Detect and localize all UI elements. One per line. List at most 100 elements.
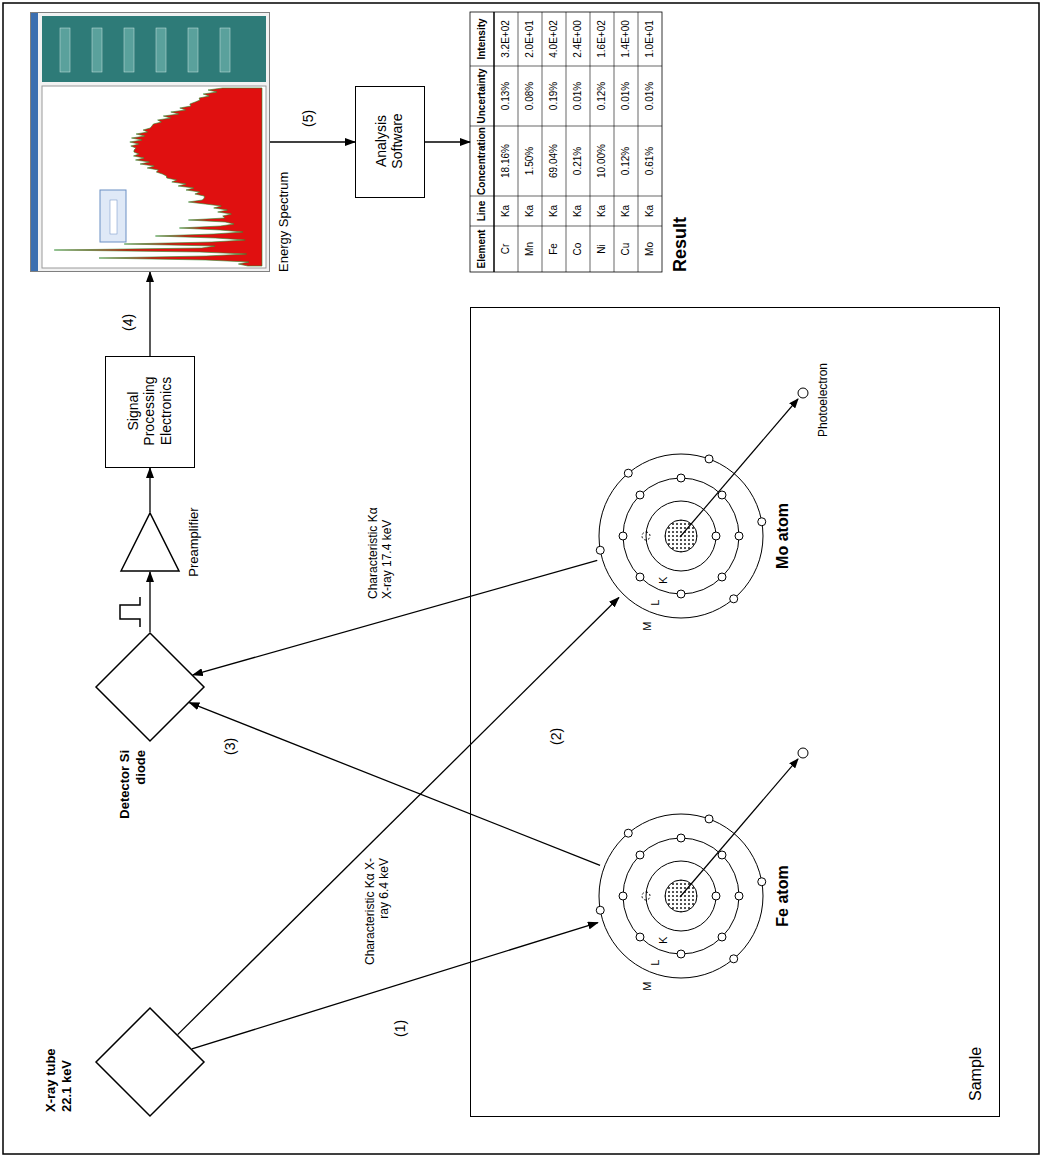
table-cell: Concentration (477, 127, 487, 195)
panel-control (220, 28, 230, 72)
spectrum-screenshot: Energy Spectrum (30, 12, 270, 272)
side-panel (42, 16, 266, 82)
table-cell: Uncertainty (477, 68, 487, 123)
table-rule (470, 66, 662, 67)
table-rule (590, 12, 591, 272)
table-cell: Element (477, 230, 487, 269)
node-text: Sample (966, 981, 985, 1101)
diamond-outline (96, 1008, 204, 1116)
table-rule (614, 12, 615, 272)
pulse-symbol (120, 597, 140, 627)
electron (730, 955, 738, 963)
node-text: Mo atom (773, 486, 792, 586)
figure-frame (3, 3, 1039, 1154)
electron (677, 834, 685, 842)
photoelectron (798, 748, 808, 758)
electron-shell (599, 814, 763, 978)
table-rule (470, 196, 662, 197)
connector-arrow (192, 923, 598, 1049)
electron (718, 491, 726, 499)
table-cell: 1.6E+02 (597, 20, 607, 58)
electron-shell (646, 861, 716, 931)
node-text: X-ray tube 22.1 keV (43, 1032, 74, 1112)
preamplifier-triangle: Preamplifier (120, 512, 180, 572)
panel-control (92, 28, 102, 72)
diamond-outline (96, 633, 204, 741)
shell-letter: K (658, 937, 671, 944)
electron (677, 590, 685, 598)
table-cell: 0.01% (621, 82, 631, 110)
table-cell: 18.16% (501, 144, 511, 178)
shell-letter: L (649, 960, 662, 966)
table-cell: Ka (597, 205, 607, 217)
table-cell: Mo (645, 242, 655, 256)
edge-label: Characteristic Kα X-ray 17.4 keV (365, 497, 396, 601)
table-rule (470, 126, 662, 127)
electron (636, 851, 644, 859)
shape-outline (595, 450, 767, 622)
table-cell: 10.00% (597, 144, 607, 178)
electron (596, 906, 604, 914)
table-cell: Ka (525, 205, 535, 217)
table-cell: 0.12% (621, 147, 631, 175)
fe-atom: Fe atom (595, 810, 767, 982)
electron (636, 491, 644, 499)
table-cell: Fe (549, 243, 559, 255)
electron (619, 892, 627, 900)
panel-control (124, 28, 134, 72)
vacancy (642, 892, 650, 900)
spectrum-fill (54, 88, 262, 266)
node-text: Fe atom (773, 846, 792, 946)
process-box: Analysis Software (355, 86, 425, 198)
callout-number: (3) (222, 738, 239, 755)
connector-arrow (149, 468, 150, 512)
table-cell: Co (573, 243, 583, 256)
electron (619, 532, 627, 540)
table-cell: 0.12% (597, 82, 607, 110)
plot-area (42, 86, 266, 268)
electron (712, 892, 720, 900)
electron (705, 455, 713, 463)
table-cell: Cr (501, 244, 511, 255)
shape-outline (120, 512, 180, 572)
table-border (470, 12, 662, 272)
table-cell: Mn (525, 242, 535, 256)
connector-arrow (149, 572, 150, 632)
electron (636, 573, 644, 581)
shell-letter: K (658, 577, 671, 584)
electron (718, 573, 726, 581)
callout-number: (5) (300, 110, 317, 127)
table-cell: Cu (621, 243, 631, 256)
table-cell: 0.01% (573, 82, 583, 110)
photoelectron-label: Photoelectron (816, 345, 830, 455)
table-cell: 0.21% (573, 147, 583, 175)
table-cell: Ka (645, 205, 655, 217)
node-text: Detector Si diode (117, 750, 148, 832)
table-cell: Intensity (477, 18, 487, 59)
electron (705, 815, 713, 823)
table-cell: 0.61% (645, 147, 655, 175)
table-cell: 1.0E+01 (645, 20, 655, 58)
shape-outline (595, 810, 767, 982)
table-cell: 1.50% (525, 147, 535, 175)
dialog-field (110, 200, 117, 234)
electron (624, 829, 632, 837)
table-cell: Ka (501, 205, 511, 217)
table-rule (493, 12, 495, 272)
table-cell: 1.4E+00 (621, 20, 631, 58)
table-cell: Line (477, 201, 487, 222)
table-cell: 0.01% (645, 82, 655, 110)
electron (758, 518, 766, 526)
node-text: Energy Spectrum (276, 92, 292, 272)
table-rule (470, 226, 662, 227)
title-bar (31, 13, 38, 271)
process-box: Signal Processing Electronics (105, 356, 195, 468)
node-text: Analysis Software (373, 91, 407, 191)
node-text: Result (670, 152, 692, 272)
table-cell: 0.13% (501, 82, 511, 110)
result-table: Result (470, 12, 662, 272)
shell-letter: L (649, 600, 662, 606)
triangle-outline (121, 513, 179, 571)
callout-number: (2) (548, 728, 565, 745)
